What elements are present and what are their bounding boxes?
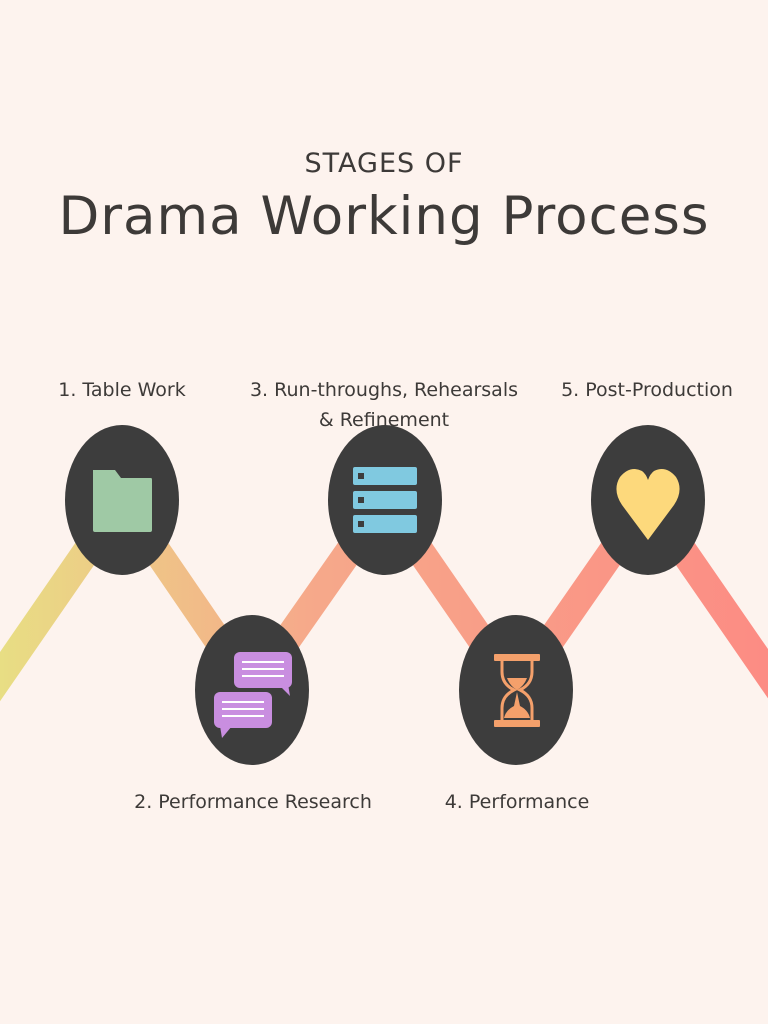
stage-5-label: 5. Post-Production [561,379,733,401]
page-title: Drama Working Process [58,186,710,247]
stage-5-node [591,425,705,575]
subtitle: STAGES OF [304,148,464,179]
stage-3-node [328,425,442,575]
stage-3-label-line-1: 3. Run-throughs, Rehearsals [249,379,519,401]
hourglass-icon [494,654,540,727]
stage-3-label-line-2: & Refinement [318,409,450,431]
server-stack-icon [353,467,417,533]
chat-bubbles-icon [214,652,292,738]
stage-1-label: 1. Table Work [58,379,186,401]
stage-3-label: 3. Run-throughs, Rehearsals & Refinement [234,375,534,435]
stage-2-node [195,615,309,765]
stage-4-label: 4. Performance [444,791,590,813]
stage-1-node [65,425,179,575]
stage-2-label: 2. Performance Research [134,791,372,813]
heart-icon [616,469,680,540]
folder-icon [93,470,152,532]
stage-4-node [459,615,573,765]
